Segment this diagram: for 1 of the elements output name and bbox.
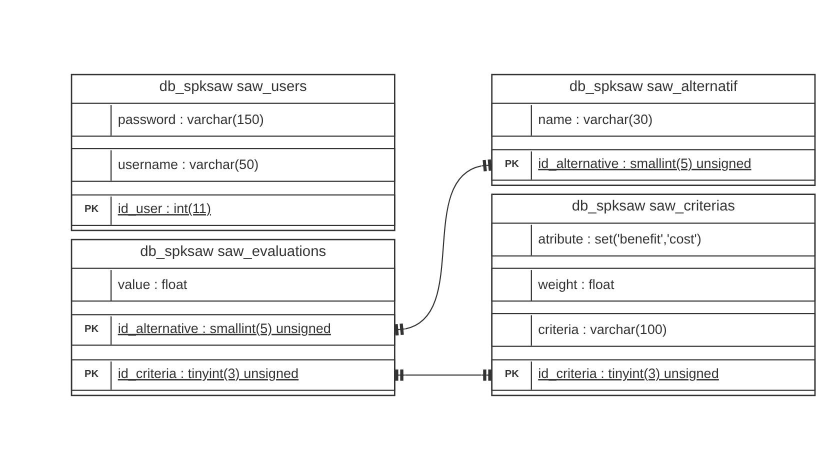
connector	[394, 158, 492, 335]
